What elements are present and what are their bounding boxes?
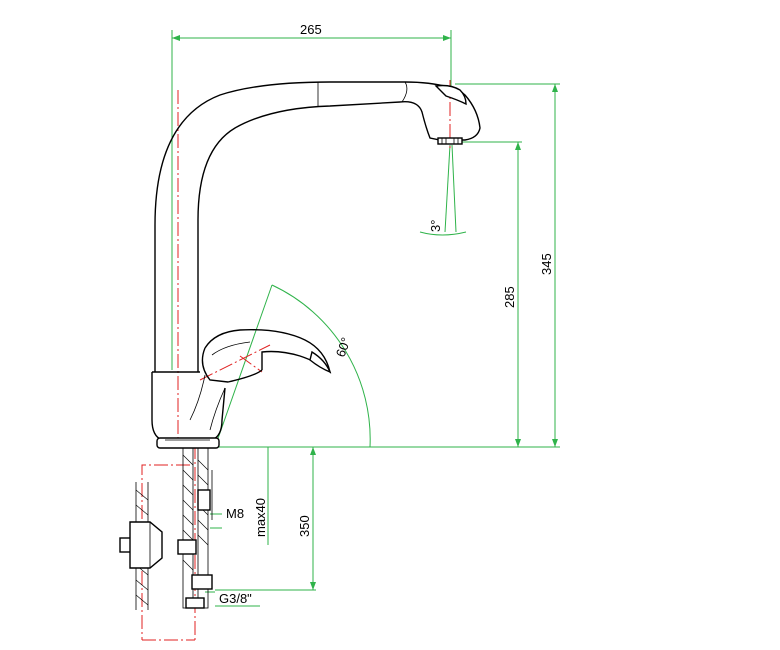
angle-label-3: 3° [428, 220, 443, 232]
thread-label-m8: M8 [226, 506, 244, 521]
faucet-body [151, 81, 481, 449]
dimension-label-345: 345 [539, 253, 554, 275]
dimension-label-350: 350 [297, 515, 312, 537]
dimension-labels: 265 345 285 60° 3° M8 max40 350 G3/8" [219, 22, 554, 606]
hoses-and-mount [119, 447, 213, 610]
hose-thread-label: G3/8" [219, 591, 252, 606]
dimension-lines [171, 30, 560, 607]
angle-label-60: 60° [333, 335, 354, 359]
dimension-label-max40: max40 [253, 498, 268, 537]
dimension-label-285: 285 [502, 286, 517, 308]
dimension-label-265: 265 [300, 22, 322, 37]
center-lines [141, 80, 451, 641]
